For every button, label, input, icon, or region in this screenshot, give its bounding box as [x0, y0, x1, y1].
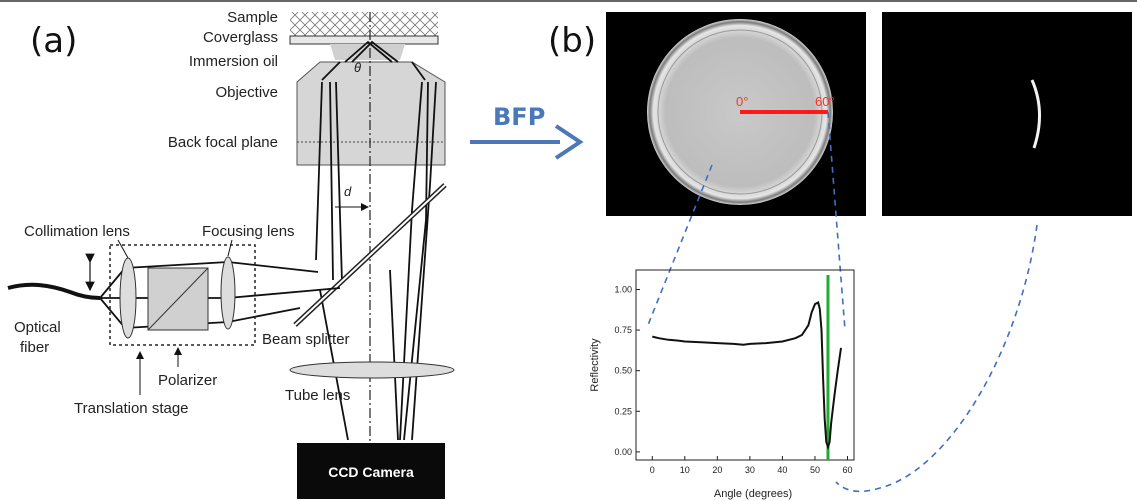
optical-fiber-label-2: fiber [20, 339, 49, 356]
x-tick-label: 20 [712, 465, 722, 475]
polarizer-label: Polarizer [158, 372, 217, 389]
rays-left-down [315, 81, 343, 283]
translation-stage-label: Translation stage [74, 400, 189, 417]
focusing-lens [220, 256, 236, 330]
beam-splitter-inner [294, 184, 446, 326]
tube-lens-label: Tube lens [285, 387, 350, 404]
collimation-leader [117, 239, 129, 259]
series-group [652, 275, 842, 460]
x-tick-label: 40 [777, 465, 787, 475]
x-tick-label: 60 [842, 465, 852, 475]
objective-label: Objective [215, 84, 278, 101]
panel-label-b: (b) [548, 21, 596, 61]
ray-top-1 [344, 40, 393, 63]
ccd-camera [297, 443, 445, 499]
bfp-arrow-head [554, 124, 584, 160]
y-tick-label: 0.75 [614, 325, 632, 335]
ccd-camera-label: CCD Camera [328, 464, 414, 480]
y-tick-label: 0.50 [614, 366, 632, 376]
optical-fiber-label-1: Optical [14, 319, 61, 336]
y-tick-label: 0.25 [614, 406, 632, 416]
reflectivity-plot: 0.00 0.25 0.50 0.75 1.00 0 10 20 30 40 50 60 Angle… [589, 269, 855, 500]
d-label: d [344, 184, 352, 199]
connector-sixty [827, 111, 846, 331]
tube-lens [289, 361, 455, 379]
ray-top-2 [351, 40, 399, 63]
collimation-lens-label: Collimation lens [24, 223, 130, 240]
focusing-lens-label: Focusing lens [202, 223, 295, 240]
plot-frame [635, 269, 855, 461]
y-axis-title: Reflectivity [589, 338, 601, 392]
translation-stage-box [109, 244, 256, 346]
ray-top-3 [321, 61, 426, 81]
sample-block [290, 12, 438, 36]
angle-start-label: 0° [736, 94, 748, 109]
spr-dip-image [882, 12, 1132, 216]
collimation-lens [119, 257, 137, 339]
spr-dip-arc [1030, 79, 1042, 149]
illum-ray-top [99, 261, 319, 299]
angle-end-label: 60° [815, 94, 835, 109]
x-tick-label: 10 [680, 465, 690, 475]
focusing-leader [227, 239, 233, 257]
panel-label-a: (a) [30, 21, 77, 61]
connector-dip [835, 224, 1038, 493]
y-axis-ticks: 0.00 0.25 0.50 0.75 1.00 [614, 284, 640, 457]
y-tick-label: 0.00 [614, 447, 632, 457]
x-tick-label: 50 [810, 465, 820, 475]
bfp-arrow-label: BFP [493, 103, 545, 131]
rays-camera [319, 269, 399, 441]
coverglass-slab [289, 35, 439, 45]
x-tick-label: 30 [745, 465, 755, 475]
sample-label: Sample [227, 9, 278, 26]
immersion-oil [330, 44, 405, 60]
x-axis-title: Angle (degrees) [714, 488, 792, 500]
x-axis-ticks: 0 10 20 30 40 50 60 [650, 456, 853, 475]
coverglass-label: Coverglass [203, 29, 278, 46]
beam-splitter-label: Beam splitter [262, 331, 350, 348]
theta-label: θ [354, 60, 361, 75]
reflectivity-series-line [652, 301, 842, 451]
back-focal-plane-label: Back focal plane [168, 134, 278, 151]
immersion-oil-label: Immersion oil [189, 53, 278, 70]
y-tick-label: 1.00 [614, 284, 632, 294]
polarizer-diagonal [147, 267, 209, 331]
x-tick-label: 0 [650, 465, 655, 475]
optical-fiber [7, 282, 101, 300]
connector-zero [647, 164, 713, 326]
